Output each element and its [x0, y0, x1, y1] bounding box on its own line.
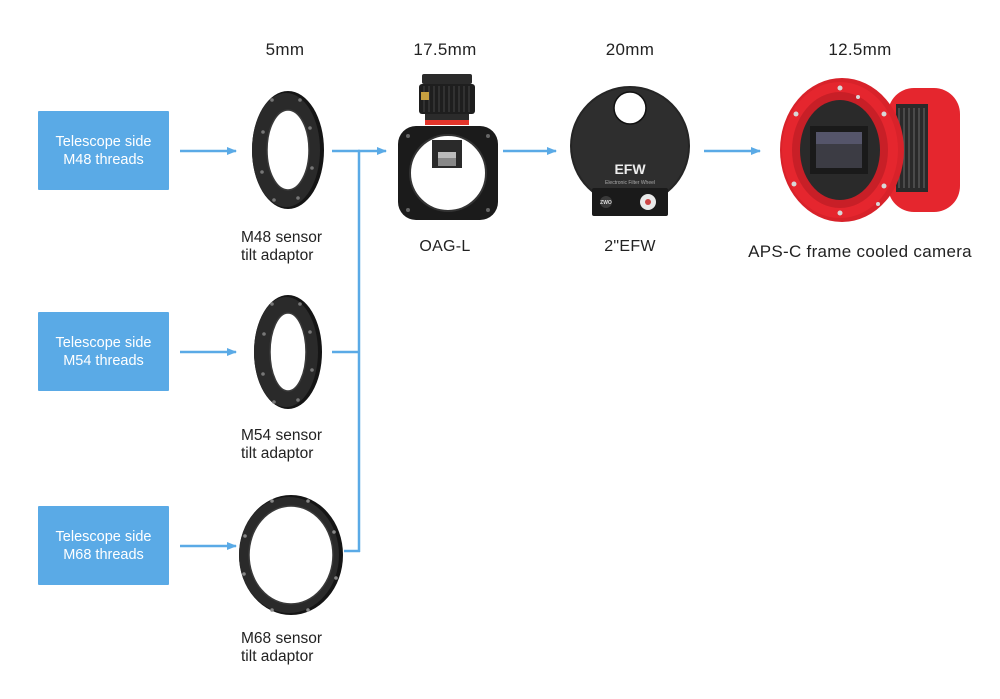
- box-line1: Telescope side: [55, 133, 152, 150]
- label-line2: tilt adaptor: [241, 445, 314, 462]
- box-line2: M54 threads: [63, 352, 144, 369]
- adaptor-thickness: 5mm: [265, 40, 305, 59]
- label-line1: M54 sensor: [241, 427, 322, 444]
- m68-adaptor-label: M68 sensor tilt adaptor: [241, 630, 322, 666]
- box-line2: M48 threads: [63, 151, 144, 168]
- telescope-side-m54-box: Telescope side M54 threads: [38, 312, 169, 391]
- m48-adaptor-label: M48 sensor tilt adaptor: [241, 229, 322, 265]
- m48-tilt-adaptor-image: [252, 91, 324, 209]
- m54-tilt-adaptor-image: [254, 295, 322, 409]
- telescope-side-m48-box: Telescope side M48 threads: [38, 111, 169, 190]
- label-line2: tilt adaptor: [241, 247, 314, 264]
- efw-printed-text: EFW: [614, 161, 646, 177]
- box-line2: M68 threads: [63, 546, 144, 563]
- telescope-side-m68-box: Telescope side M68 threads: [38, 506, 169, 585]
- box-line1: Telescope side: [55, 334, 152, 351]
- oag-thickness: 17.5mm: [413, 40, 477, 59]
- oag-l-image: [398, 74, 498, 220]
- oag-label: OAG-L: [419, 238, 471, 255]
- efw-label: 2"EFW: [604, 238, 656, 255]
- label-line1: M48 sensor: [241, 229, 322, 246]
- camera-label: APS-C frame cooled camera: [748, 242, 972, 261]
- m68-tilt-adaptor-image: [239, 495, 343, 615]
- camera-thickness: 12.5mm: [828, 40, 892, 59]
- efw-thickness: 20mm: [605, 40, 655, 59]
- efw-image: EFW Electronic Filter Wheel ZWO: [570, 86, 690, 216]
- box-line1: Telescope side: [55, 528, 152, 545]
- label-line2: tilt adaptor: [241, 648, 314, 665]
- aps-c-cooled-camera-image: [780, 78, 960, 222]
- zwo-logo-text: ZWO: [600, 200, 612, 206]
- m54-adaptor-label: M54 sensor tilt adaptor: [241, 427, 322, 463]
- efw-printed-subtext: Electronic Filter Wheel: [605, 180, 655, 186]
- label-line1: M68 sensor: [241, 630, 322, 647]
